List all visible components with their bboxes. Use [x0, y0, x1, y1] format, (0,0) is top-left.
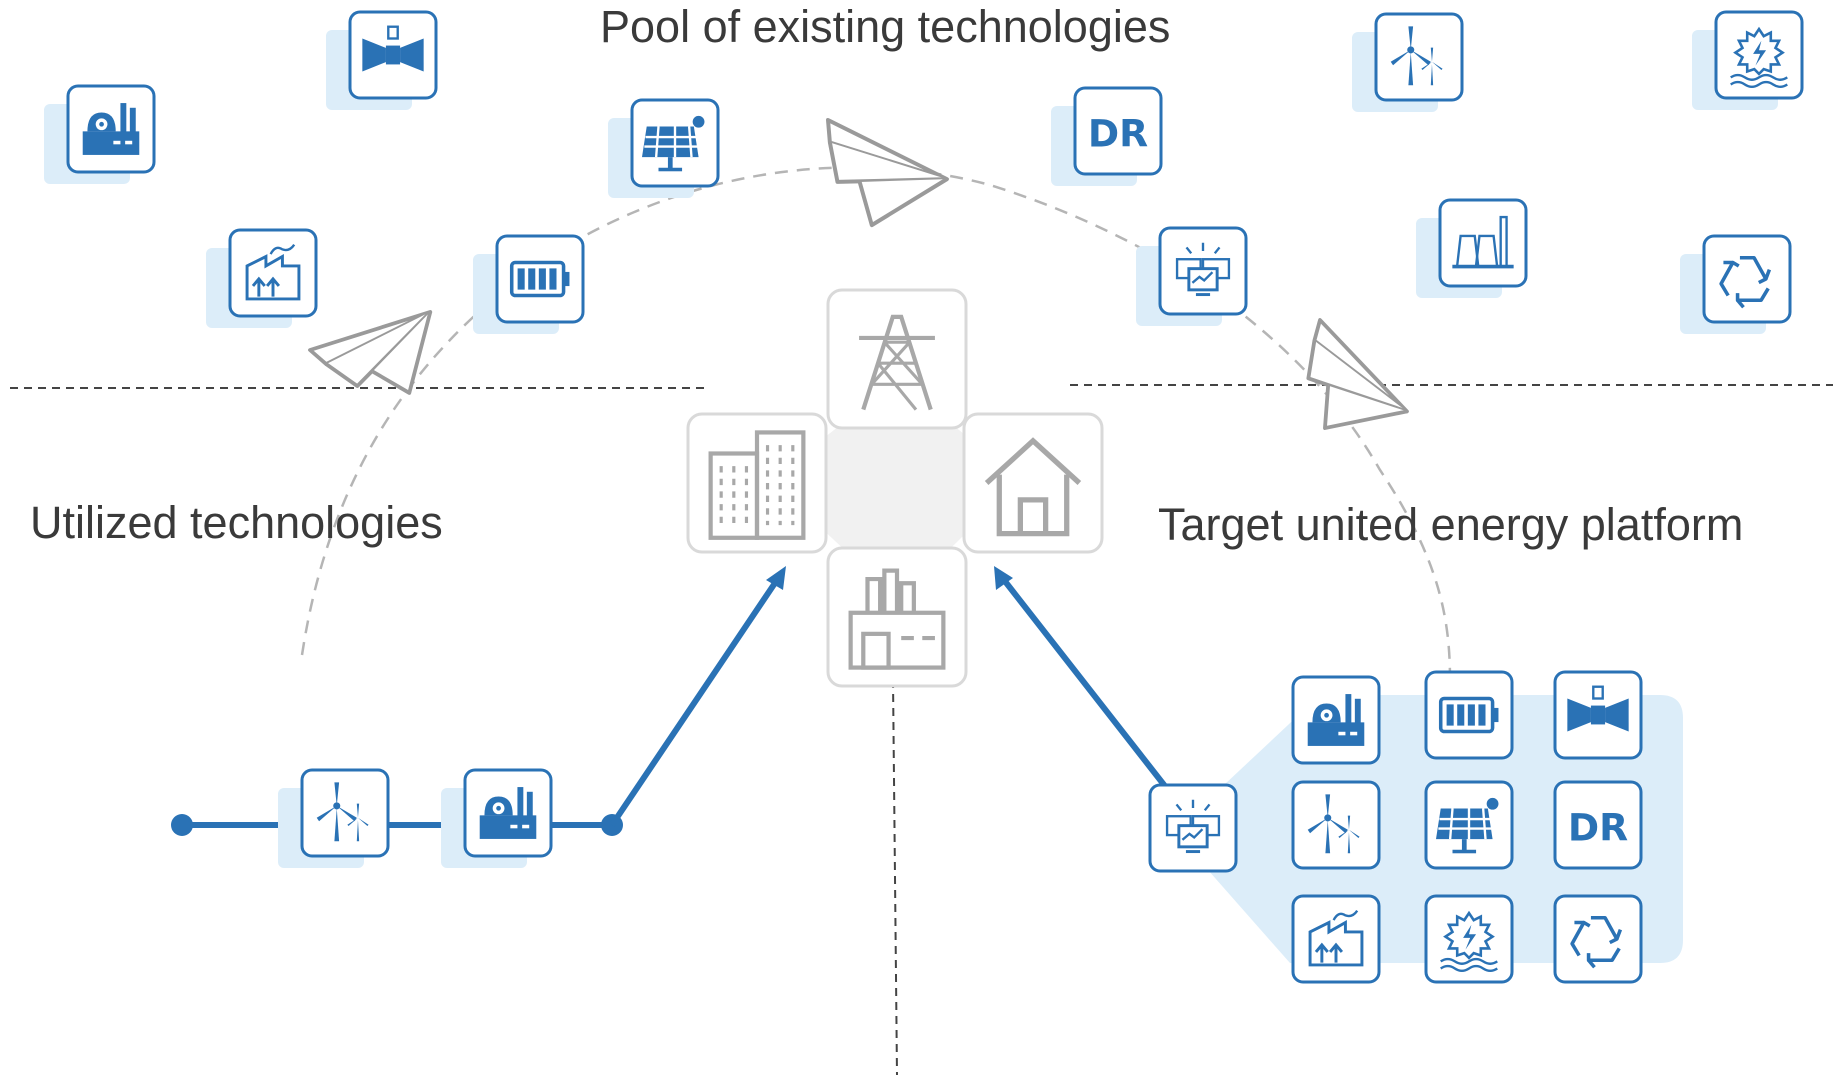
title-target: Target united energy platform [1158, 499, 1743, 550]
utilized-line-start [171, 814, 193, 836]
hub-background [770, 380, 1020, 600]
hydro-turbine-icon [1553, 670, 1643, 760]
arrow-platform-head [994, 566, 1013, 590]
battery-icon [473, 234, 585, 334]
power-substation-icon [826, 288, 968, 430]
hydro-power-icon [1692, 10, 1804, 110]
recycle-icon [1553, 894, 1643, 984]
arrow-utilized-head [766, 566, 786, 590]
factory-icon [826, 546, 968, 688]
nuclear-plant-icon [44, 84, 156, 184]
plane-right-icon [1274, 318, 1428, 461]
hydro-turbine-icon [326, 10, 438, 110]
wind-turbine-icon [278, 768, 390, 868]
nuclear-plant-icon [1291, 675, 1381, 765]
arrow-platform-to-hub [1001, 578, 1171, 792]
dr-icon: DR [1051, 86, 1163, 186]
plane-top-icon [812, 118, 955, 237]
dr-icon: DR [1553, 780, 1643, 870]
flow-arc [300, 166, 1452, 681]
title-pool: Pool of existing technologies [600, 1, 1170, 52]
title-utilized: Utilized technologies [30, 497, 443, 548]
smart-grid-monitor-icon [1136, 226, 1248, 326]
solar-panel-icon [608, 98, 720, 198]
house-icon [962, 412, 1104, 554]
wind-turbine-icon [1291, 780, 1381, 870]
battery-icon [1424, 670, 1514, 760]
solar-panel-icon [1424, 780, 1514, 870]
smart-grid-monitor-icon [1148, 783, 1238, 873]
recycle-icon [1680, 234, 1792, 334]
thermal-power-plant-icon [1416, 198, 1528, 298]
separator-vertical [892, 679, 898, 1075]
nuclear-plant-icon [441, 768, 553, 868]
heat-plant-icon [1291, 894, 1381, 984]
heat-plant-icon [206, 228, 318, 328]
hydro-power-icon [1424, 894, 1514, 984]
wind-turbine-icon [1352, 12, 1464, 112]
svg-text:DR: DR [1568, 805, 1628, 849]
arrow-utilized-to-hub [609, 578, 780, 827]
svg-text:DR: DR [1088, 111, 1148, 155]
office-buildings-icon [686, 412, 828, 554]
